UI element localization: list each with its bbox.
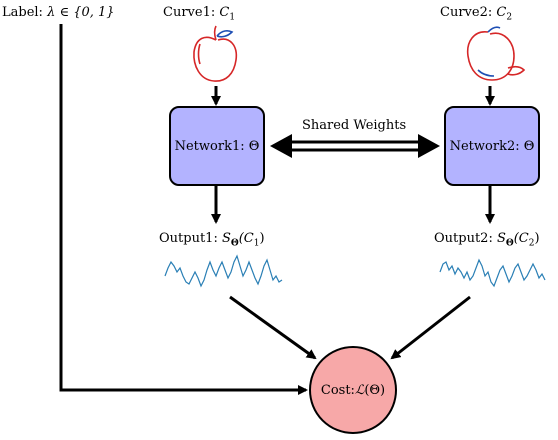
- cost-math: ℒ: [354, 382, 365, 398]
- output1-signal-plot: [164, 254, 283, 288]
- cost-arg: (Θ): [364, 382, 386, 398]
- output2-to-cost-arrow: [390, 295, 471, 360]
- output2-math: S: [496, 231, 506, 246]
- output2-close: ): [534, 231, 540, 246]
- curve2-caption: Curve2:: [440, 5, 497, 20]
- label-caption: Label:: [2, 5, 48, 20]
- output1-close: ): [259, 231, 265, 246]
- output1-to-cost-arrow: [229, 295, 317, 360]
- output2-math-subscript: Θ: [505, 238, 514, 249]
- curve2-apple-drawing: [466, 26, 526, 81]
- curve2-label: Curve2: C2: [440, 6, 512, 23]
- shared-weights-arrow: [270, 134, 440, 158]
- output1-caption: Output1:: [159, 231, 222, 246]
- output2-arg-subscript: 2: [528, 238, 535, 249]
- output2-arg: (C: [513, 231, 529, 246]
- label-text: Label: λ ∈ {0, 1}: [2, 6, 115, 19]
- output2-caption: Output2:: [434, 231, 497, 246]
- shared-weights-label: Shared Weights: [302, 118, 407, 133]
- output1-arg-subscript: 1: [253, 238, 260, 249]
- label-to-cost-arrow: [59, 24, 308, 395]
- cost-node: Cost: ℒ(Θ): [309, 346, 397, 434]
- network2-box: Network2: Θ: [444, 106, 540, 186]
- output1-math: S: [221, 231, 231, 246]
- curve1-math: C: [219, 5, 230, 20]
- curve1-label: Curve1: C1: [163, 6, 235, 23]
- curve1-apple-drawing: [193, 25, 238, 82]
- curve1-caption: Curve1:: [163, 5, 220, 20]
- label-math: λ ∈ {0, 1}: [47, 5, 115, 20]
- output1-arg: (C: [238, 231, 254, 246]
- output1-math-subscript: Θ: [230, 238, 239, 249]
- cost-caption: Cost:: [320, 382, 355, 398]
- output1-label: Output1: SΘ(C1): [159, 232, 265, 249]
- curve2-subscript: 2: [506, 12, 513, 23]
- network1-label: Network1: Θ: [174, 138, 260, 154]
- network2-label: Network2: Θ: [449, 138, 535, 154]
- output2-signal-plot: [439, 258, 546, 288]
- network1-box: Network1: Θ: [169, 106, 265, 186]
- curve2-math: C: [496, 5, 507, 20]
- curve1-subscript: 1: [229, 12, 236, 23]
- output2-label: Output2: SΘ(C2): [434, 232, 540, 249]
